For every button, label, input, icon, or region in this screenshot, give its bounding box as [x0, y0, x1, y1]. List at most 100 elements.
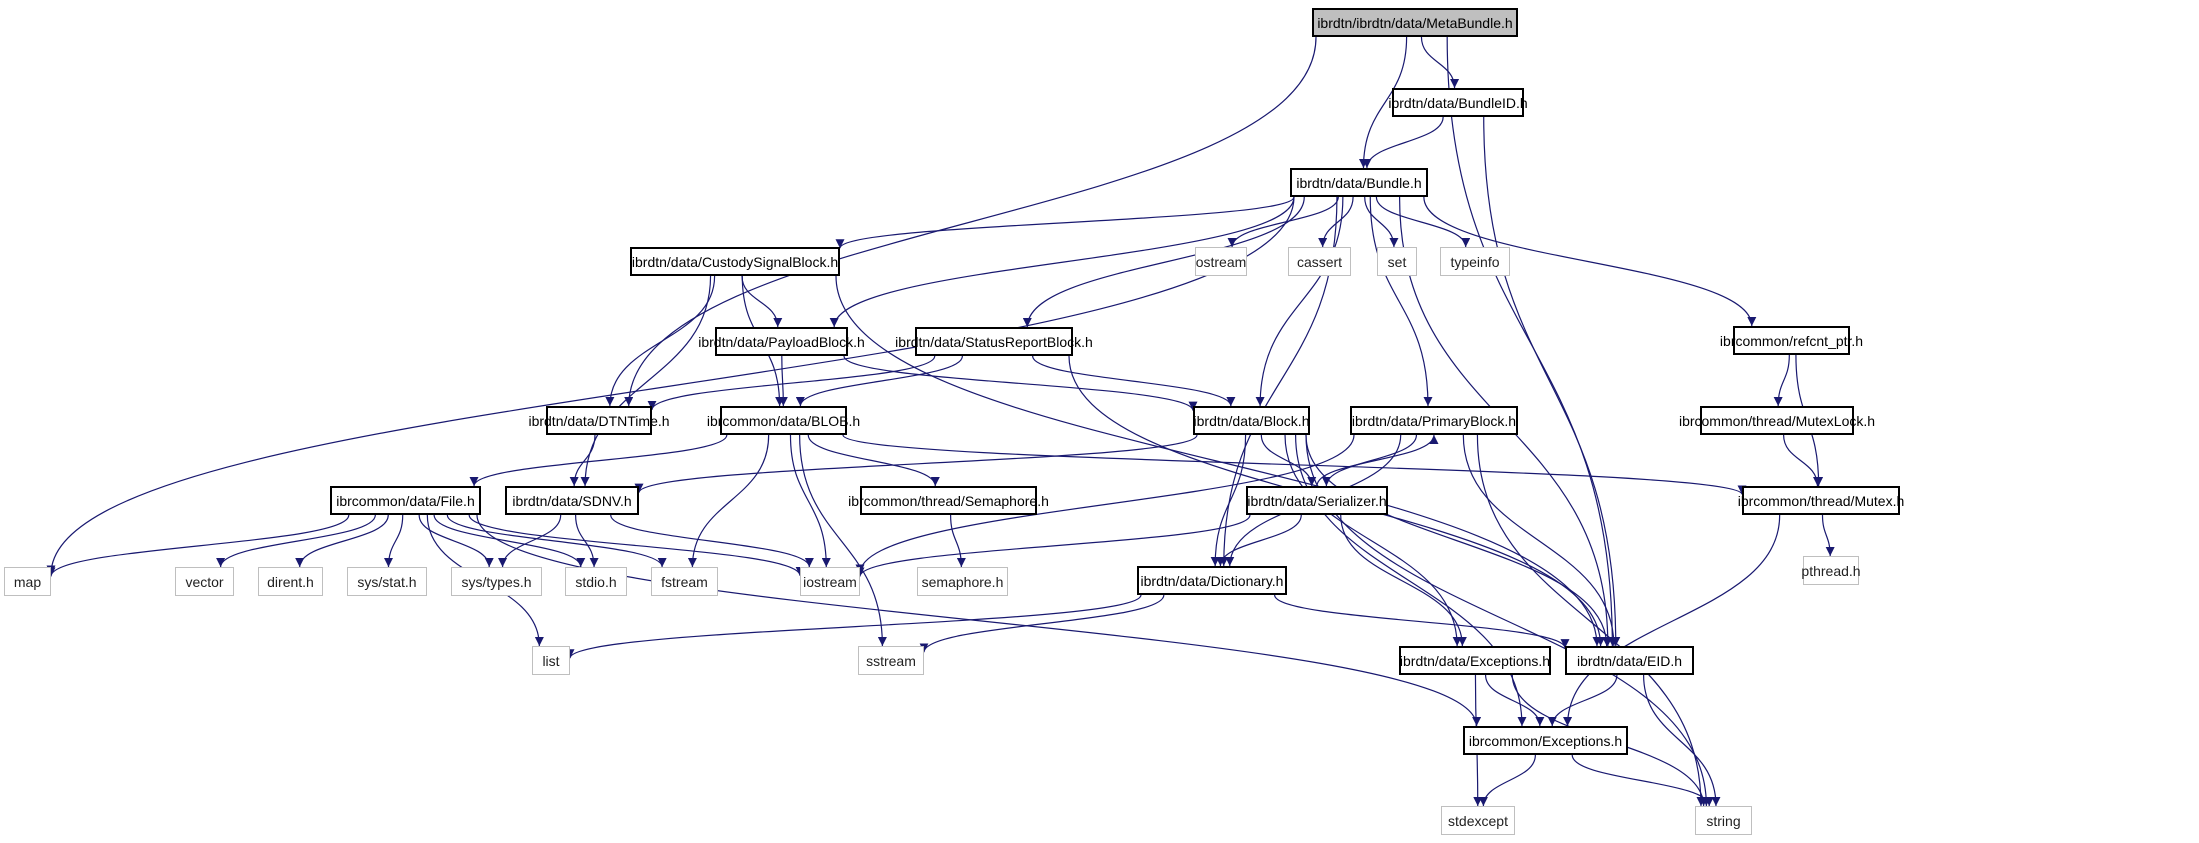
node-blob[interactable]: ibrcommon/data/BLOB.h — [707, 406, 860, 435]
edge-mutexlock-to-mutex — [1783, 434, 1822, 487]
edge-custody-to-payload — [741, 275, 783, 328]
edge-blob-to-mutex — [842, 434, 1747, 495]
edge-file-to-systypes — [418, 514, 494, 568]
edge-primary-to-serializer — [1321, 434, 1418, 487]
edge-refcnt-to-mutexlock — [1773, 354, 1790, 407]
node-cassert: cassert — [1288, 247, 1351, 276]
edge-bundleid-to-eid — [1483, 116, 1621, 647]
edge-payload-to-block — [843, 355, 1198, 411]
edge-bundle-to-status — [1022, 196, 1305, 328]
node-metabundle[interactable]: ibrdtn/ibrdtn/data/MetaBundle.h — [1312, 8, 1518, 37]
edge-blob-to-file — [469, 434, 728, 487]
node-custody[interactable]: ibrdtn/data/CustodySignalBlock.h — [630, 247, 840, 276]
node-dirent: dirent.h — [258, 567, 323, 596]
node-stdexcept: stdexcept — [1441, 806, 1515, 835]
edge-serializer-to-iostream — [855, 514, 1251, 577]
node-file[interactable]: ibrcommon/data/File.h — [330, 486, 481, 515]
node-semaphoreh: semaphore.h — [917, 567, 1008, 596]
node-systypes: sys/types.h — [451, 567, 542, 596]
edge-block-to-eid — [1305, 434, 1612, 647]
edge-blob-to-fstream — [687, 434, 770, 568]
edge-sdnv-to-systypes — [498, 514, 562, 568]
edge-bundle-to-set — [1364, 196, 1399, 248]
node-sysstat: sys/stat.h — [347, 567, 427, 596]
node-vector: vector — [175, 567, 234, 596]
edge-file-to-sysstat — [383, 514, 404, 568]
node-dictionary[interactable]: ibrdtn/data/Dictionary.h — [1137, 566, 1287, 595]
edge-bundle-to-primary — [1369, 196, 1433, 407]
node-typeinfo: typeinfo — [1440, 247, 1510, 276]
edge-file-to-fstream — [446, 514, 667, 568]
node-dtntime[interactable]: ibrdtn/data/DTNTime.h — [528, 406, 670, 435]
edge-bundle-to-cassert — [1318, 196, 1354, 248]
edge-dictionary-to-sstream — [919, 594, 1165, 653]
node-eid[interactable]: ibrdtn/data/EID.h — [1565, 646, 1694, 675]
node-mutexlock[interactable]: ibrcommon/thread/MutexLock.h — [1679, 406, 1875, 435]
node-semaphore[interactable]: ibrcommon/thread/Semaphore.h — [848, 486, 1049, 515]
edge-bundle-to-refcnt — [1423, 196, 1757, 327]
edge-block-to-serializer — [1260, 434, 1317, 487]
edge-payload-to-blob — [778, 355, 788, 407]
node-bundleid[interactable]: ibrdtn/data/BundleID.h — [1388, 88, 1528, 117]
edge-serializer-to-primary — [1316, 434, 1439, 487]
node-stdio: stdio.h — [565, 567, 627, 596]
edge-file-to-iostream — [468, 514, 805, 576]
node-block[interactable]: ibrdtn/data/Block.h — [1193, 406, 1310, 435]
edge-blob-to-semaphore — [807, 434, 940, 487]
edge-sdnv-to-stdio — [575, 514, 599, 568]
edge-dtntime-to-sdnv — [569, 434, 596, 487]
node-primary[interactable]: ibrdtn/data/PrimaryBlock.h — [1350, 406, 1518, 435]
edge-commonexceptions-to-stdexcept — [1478, 754, 1536, 807]
edge-custody-to-dtntime — [605, 275, 716, 407]
edge-primary-to-string — [1476, 434, 1706, 807]
edge-eid-to-commonexceptions — [1547, 674, 1618, 727]
edge-custody-to-eid — [835, 275, 1602, 647]
edge-semaphore-to-semaphoreh — [950, 514, 966, 568]
edge-primary-to-eid — [1462, 434, 1619, 647]
edge-serializer-to-dtnexceptions — [1340, 514, 1467, 647]
node-mutex[interactable]: ibrcommon/thread/Mutex.h — [1738, 486, 1904, 515]
node-refcnt[interactable]: ibrcommon/refcnt_ptr.h — [1720, 326, 1863, 355]
edge-dictionary-to-eid — [1274, 594, 1570, 649]
node-ostream: ostream — [1195, 247, 1247, 276]
edge-block-to-dictionary — [1210, 434, 1247, 567]
edge-dictionary-to-list — [565, 594, 1142, 659]
edge-dtnexceptions-to-commonexceptions — [1484, 674, 1545, 727]
edge-bundle-to-block — [1255, 196, 1344, 407]
edge-bundle-to-custody — [835, 196, 1295, 249]
edge-file-to-dirent — [295, 514, 389, 568]
node-list: list — [532, 646, 570, 675]
node-payload[interactable]: ibrdtn/data/PayloadBlock.h — [698, 327, 865, 356]
node-dtnexceptions[interactable]: ibrdtn/data/Exceptions.h — [1399, 646, 1551, 675]
edge-primary-to-iostream — [855, 434, 1355, 574]
edge-metabundle-to-bundleid — [1420, 36, 1460, 89]
edge-commonexceptions-to-string — [1571, 754, 1714, 807]
edge-block-to-sdnv — [634, 434, 1198, 494]
edge-custody-to-sdnv — [580, 275, 712, 487]
edge-bundle-to-ostream — [1227, 196, 1339, 248]
node-bundle[interactable]: ibrdtn/data/Bundle.h — [1290, 168, 1428, 197]
edge-file-to-vector — [216, 514, 376, 568]
edge-file-to-stdio — [433, 514, 586, 568]
edge-status-to-blob — [795, 355, 964, 407]
node-iostream: iostream — [800, 567, 860, 596]
edge-sdnv-to-iostream — [610, 514, 814, 568]
node-serializer[interactable]: ibrdtn/data/Serializer.h — [1246, 486, 1388, 515]
edge-bundleid-to-bundle — [1362, 116, 1444, 169]
node-sstream: sstream — [858, 646, 924, 675]
node-string: string — [1695, 806, 1752, 835]
edge-metabundle-to-dtntime — [624, 36, 1317, 407]
edge-bundle-to-payload — [829, 196, 1295, 328]
edge-file-to-commonexceptions — [476, 514, 1482, 727]
node-sdnv[interactable]: ibrdtn/data/SDNV.h — [505, 486, 639, 515]
edge-mutex-to-commonexceptions — [1563, 514, 1781, 727]
node-status[interactable]: ibrdtn/data/StatusReportBlock.h — [895, 327, 1093, 356]
edge-status-to-block — [1032, 355, 1236, 407]
edge-bundle-to-typeinfo — [1375, 196, 1471, 248]
node-set: set — [1377, 247, 1417, 276]
edge-eid-to-string — [1643, 674, 1721, 807]
node-map: map — [4, 567, 51, 596]
node-commonexceptions[interactable]: ibrcommon/Exceptions.h — [1463, 726, 1628, 755]
